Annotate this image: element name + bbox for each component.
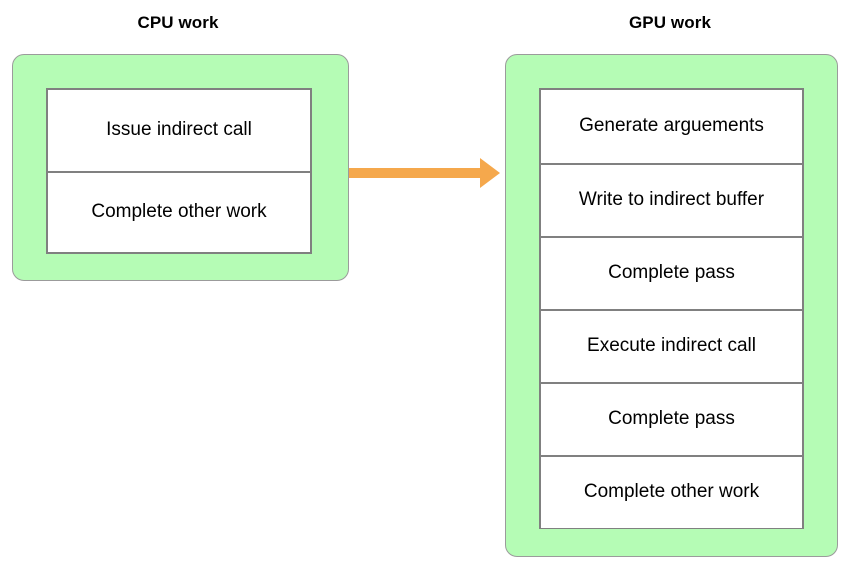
gpu-step-row: Write to indirect buffer [541,163,802,236]
gpu-step-stack: Generate arguements Write to indirect bu… [539,88,804,529]
cpu-step-row: Complete other work [48,171,310,252]
gpu-step-row: Complete other work [541,455,802,528]
gpu-step-row: Complete pass [541,382,802,455]
cpu-step-stack: Issue indirect call Complete other work [46,88,312,254]
gpu-column-title: GPU work [628,13,712,32]
cpu-step-row: Issue indirect call [48,90,310,171]
gpu-step-row: Complete pass [541,236,802,309]
gpu-step-row: Execute indirect call [541,309,802,382]
cpu-column-title: CPU work [137,13,219,32]
cpu-to-gpu-arrow-icon [349,158,500,188]
gpu-step-row: Generate arguements [541,90,802,163]
